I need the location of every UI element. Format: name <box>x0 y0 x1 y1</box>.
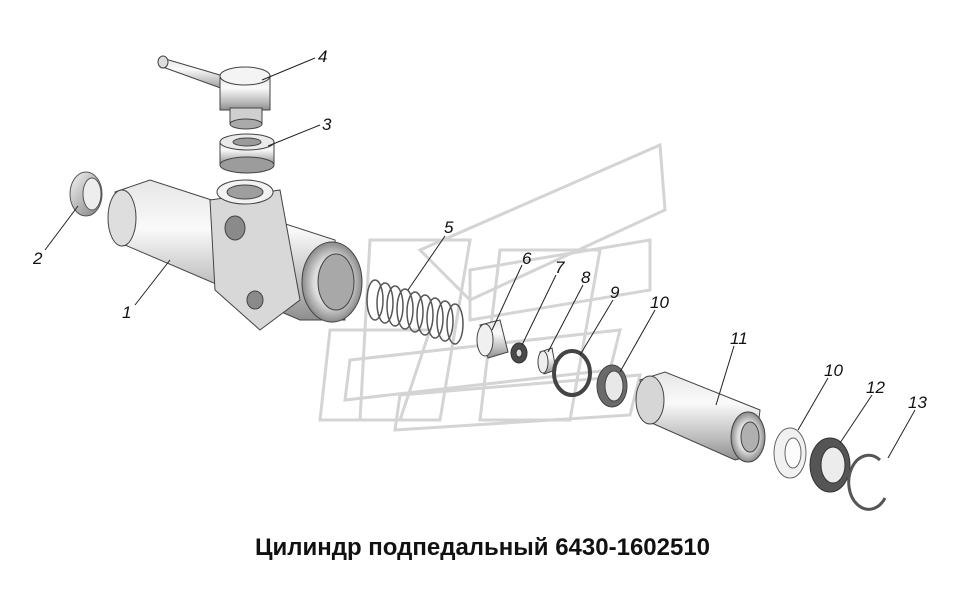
part-13-retaining-ring <box>847 453 887 511</box>
callout-7: 7 <box>555 258 565 277</box>
part-10b-seal <box>773 427 807 479</box>
part-8-bushing <box>537 347 557 375</box>
callout-1: 1 <box>122 303 131 322</box>
part-7-washer <box>510 342 528 364</box>
callout-10: 10 <box>650 293 669 312</box>
diagram-caption: Цилиндр подпедальный 6430-1602510 <box>254 534 711 561</box>
callout-13: 13 <box>908 393 927 412</box>
callout-5: 5 <box>444 218 454 237</box>
part-1-cylinder-body <box>107 179 363 331</box>
callout-10-second: 10 <box>824 361 843 380</box>
part-11-sleeve <box>635 371 766 463</box>
callout-2: 2 <box>32 249 43 268</box>
part-3-bushing <box>219 133 275 174</box>
callout-4: 4 <box>318 47 327 66</box>
leader-lines <box>44 57 916 459</box>
part-5-spring <box>366 279 464 345</box>
callout-labels: 4 3 2 1 5 6 7 8 9 10 11 10 12 13 <box>32 47 927 412</box>
callout-8: 8 <box>581 268 591 287</box>
part-6-piston <box>476 319 509 359</box>
callout-11: 11 <box>730 329 748 348</box>
part-9-ring <box>552 349 592 397</box>
callout-3: 3 <box>322 115 332 134</box>
callout-9: 9 <box>610 283 620 302</box>
part-4-bleeder-screw <box>157 55 271 130</box>
part-10-seal <box>596 364 628 408</box>
callout-6: 6 <box>522 249 532 268</box>
part-2-cap <box>69 171 103 217</box>
callout-12: 12 <box>866 378 885 397</box>
part-12-washer <box>809 437 851 493</box>
